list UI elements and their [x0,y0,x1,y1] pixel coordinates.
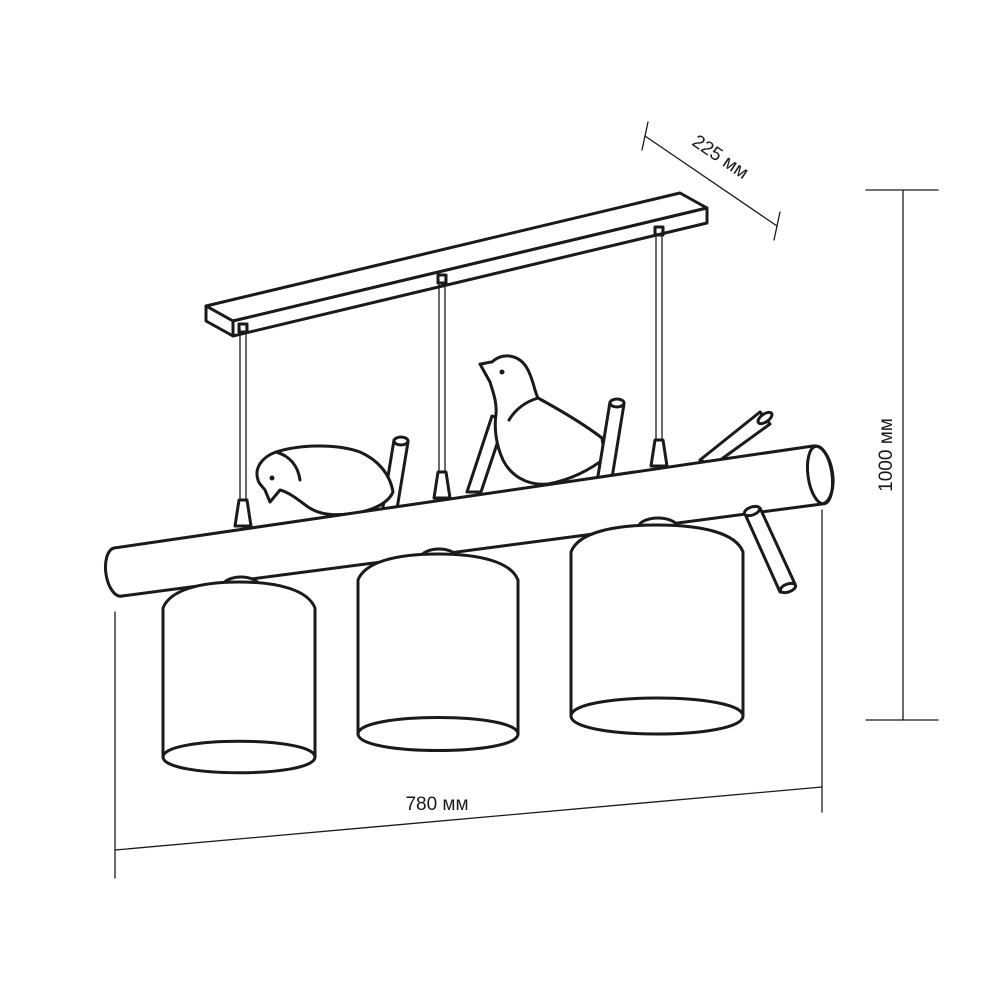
depth-label: 225 мм [688,131,752,184]
ceiling-canopy [204,191,709,338]
bird-left [255,444,395,517]
lamp-shade-right [569,516,745,736]
height-label: 1000 мм [876,418,897,492]
dimension-width: 780 мм [114,509,823,879]
suspension-rod-left [233,322,253,528]
main-branch [104,444,835,598]
suspension-rod-right [649,225,669,468]
lamp-shade-left [161,575,317,775]
lamp-shade-middle [356,547,520,752]
suspension-rod-middle [432,273,452,500]
twig-hanging [742,504,798,595]
width-label: 780 мм [405,794,468,815]
bird-right [478,354,607,486]
dimension-height: 1000 мм [865,189,939,721]
